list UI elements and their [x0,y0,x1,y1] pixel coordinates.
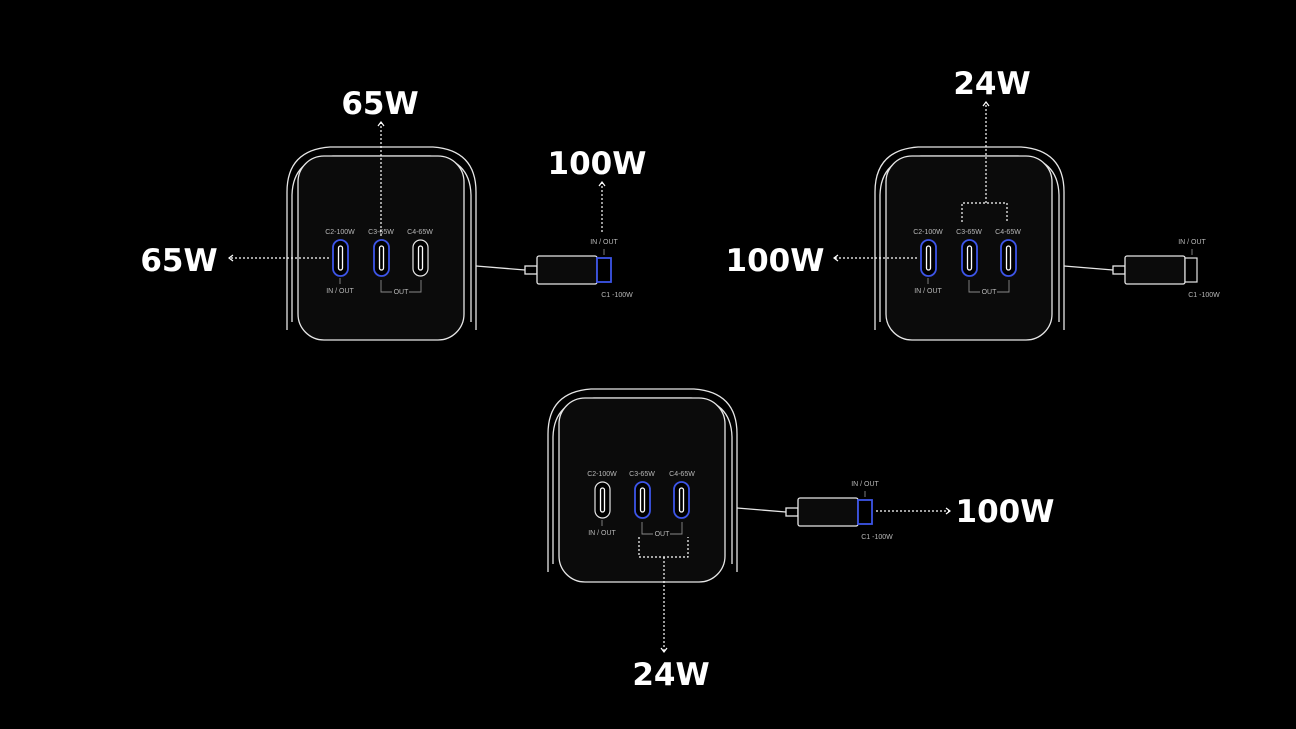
port-c2-2 [920,239,937,277]
label-c3-2: C3-65W [956,229,982,236]
port-c4-3 [673,481,690,519]
label-c3-1: C3-65W [368,229,394,236]
label-inout-c1-1: IN / OUT [590,239,618,246]
output-c3-1: 65W [341,86,418,122]
port-c4-2 [1000,239,1017,277]
scenario-3: C2-100W C3-65W C4-65W IN / OUT OUT IN / … [547,388,1055,693]
output-c1-3: 100W [956,494,1055,530]
label-inout-c1-2: IN / OUT [1178,239,1206,246]
label-inout-port-2: IN / OUT [914,288,942,295]
output-c3c4-2: 24W [953,66,1030,102]
output-c3c4-3: 24W [632,657,709,693]
label-c1-3: C1 -100W [861,534,893,541]
port-c3-1 [373,239,390,277]
output-c1-1: 100W [548,146,647,182]
port-c3-3 [634,481,651,519]
label-inout-c1-3: IN / OUT [851,481,879,488]
label-c3-3: C3-65W [629,471,655,478]
label-c2-2: C2-100W [913,229,943,236]
label-c4-2: C4-65W [995,229,1021,236]
label-inout-port-1: IN / OUT [326,288,354,295]
label-c4-1: C4-65W [407,229,433,236]
label-c1-1: C1 -100W [601,292,633,299]
scenario-2: C2-100W C3-65W C4-65W IN / OUT OUT IN / … [726,66,1220,341]
bracket-c3c4-2 [961,202,1008,222]
label-c1-2: C1 -100W [1188,292,1220,299]
port-c3-2 [961,239,978,277]
label-inout-port-3: IN / OUT [588,530,616,537]
label-c4-3: C4-65W [669,471,695,478]
label-out-2: OUT [982,289,998,296]
label-out-3: OUT [655,531,671,538]
label-c2-3: C2-100W [587,471,617,478]
output-c2-1: 65W [140,243,217,279]
port-c2-1 [332,239,349,277]
label-c2-1: C2-100W [325,229,355,236]
label-out-1: OUT [394,289,410,296]
port-c4-1 [412,239,429,277]
port-c2-3 [594,481,611,519]
output-c2-2: 100W [726,243,825,279]
scenario-1: C2-100W C3-65W C4-65W IN / OUT OUT IN / … [140,86,647,341]
